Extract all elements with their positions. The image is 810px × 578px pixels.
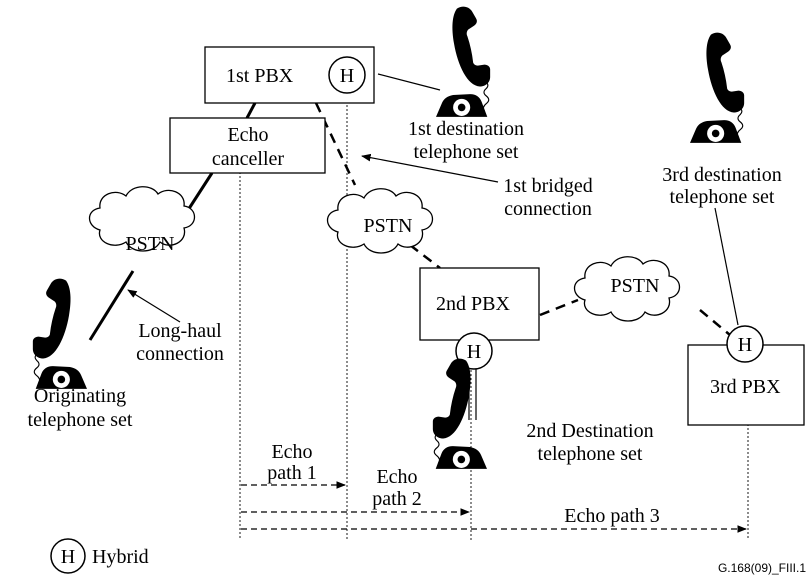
pstn-to-orig-line	[88, 270, 135, 341]
dest1-label-1: 1st destination	[408, 118, 524, 140]
longhaul-label-1: Long-haul	[138, 320, 222, 342]
canceller-label-2: canceller	[212, 148, 284, 170]
pbx2-box	[419, 267, 540, 341]
pstn2-to-pbx2-dash	[409, 244, 441, 269]
pbx1-label: 1st PBX	[226, 65, 294, 87]
pstn-left-label: PSTN	[126, 233, 175, 255]
dest3-label-1: 3rd destination	[662, 164, 781, 186]
legend-hybrid-label: Hybrid	[92, 546, 149, 568]
dest2-label-1: 2nd Destination	[526, 420, 653, 442]
echo-path-3-label: Echo path 3	[564, 505, 660, 527]
longhaul-label-2: connection	[136, 343, 224, 365]
pstn-cloud-middle	[326, 188, 434, 254]
bridged-pointer-arrow	[361, 153, 499, 183]
dest2-label-2: telephone set	[538, 443, 643, 465]
pbx1-to-dest1-line	[377, 73, 441, 91]
dest3-label-2: telephone set	[670, 186, 775, 208]
echo-path-2-label-1: Echo	[376, 466, 417, 488]
pbx3-hybrid	[726, 325, 764, 363]
echo-path-1-label-1: Echo	[271, 441, 312, 463]
pstn-cloud-right	[573, 256, 681, 322]
pbx3-label: 3rd PBX	[710, 376, 781, 398]
pbx1-to-canceller-line	[245, 102, 257, 119]
pbx2-hybrid-label: H	[467, 341, 481, 363]
pstn-cloud-left	[88, 186, 196, 252]
pstn-middle-label: PSTN	[364, 215, 413, 237]
echo-path-1-label-2: path 1	[267, 462, 316, 484]
pbx1-to-pstn2-dash	[314, 102, 357, 186]
telephone-icon-originating	[32, 278, 88, 390]
dest1-label-2: telephone set	[414, 141, 519, 163]
telephone-icon-dest2	[432, 358, 488, 470]
bridged-label-1: 1st bridged	[503, 175, 592, 197]
figure-id: G.168(09)_FIII.1	[718, 561, 806, 575]
pbx1-hybrid-label: H	[340, 65, 354, 87]
canceller-label-1: Echo	[227, 124, 268, 146]
pbx3-to-dest3-line	[714, 207, 739, 326]
pstn3-to-pbx3-dash	[699, 309, 731, 336]
legend-hybrid-symbol	[50, 538, 86, 574]
echo-path-2-label-2: path 2	[372, 488, 421, 510]
pbx2-to-pstn3-dash	[539, 298, 579, 317]
orig-label-1: Originating	[34, 385, 126, 407]
legend-hybrid-h: H	[61, 546, 75, 568]
pbx2-label: 2nd PBX	[436, 293, 510, 315]
bridged-label-2: connection	[504, 198, 592, 220]
pbx3-hybrid-label: H	[738, 334, 752, 356]
telephone-icon-dest1	[435, 6, 491, 118]
orig-label-2: telephone set	[28, 409, 133, 431]
pbx1-hybrid	[328, 56, 366, 94]
telephone-icon-dest3	[689, 32, 745, 144]
longhaul-pointer-arrow	[127, 289, 181, 323]
pstn-right-label: PSTN	[611, 275, 660, 297]
echo-canceller-box	[169, 117, 326, 174]
